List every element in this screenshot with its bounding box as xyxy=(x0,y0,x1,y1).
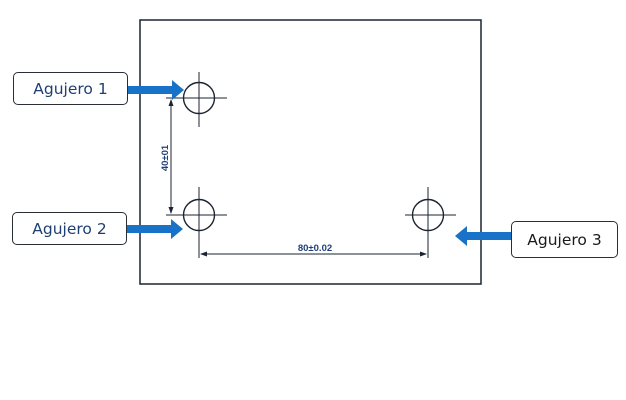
hole-1-callout: Agujero 1 xyxy=(13,72,128,105)
horizontal-arrowhead-left xyxy=(200,251,207,257)
horizontal-dimension-text: 80±0.02 xyxy=(298,243,332,254)
vertical-arrowhead-bottom xyxy=(168,207,174,214)
arrow-3-icon xyxy=(455,226,511,246)
hole-2-label: Agujero 2 xyxy=(32,219,107,238)
hole-3 xyxy=(405,187,456,258)
hole-3-callout: Agujero 3 xyxy=(511,221,618,258)
arrow-2-icon xyxy=(127,219,183,239)
hole-3-label: Agujero 3 xyxy=(527,230,602,249)
hole-2 xyxy=(176,187,227,258)
horizontal-dimension xyxy=(200,251,427,257)
vertical-dimension-text: 40±01 xyxy=(160,144,171,171)
hole-1-label: Agujero 1 xyxy=(33,79,108,98)
arrow-1-icon xyxy=(128,80,184,100)
plate-outline xyxy=(139,19,482,285)
horizontal-arrowhead-right xyxy=(420,251,427,257)
vertical-dimension xyxy=(166,97,180,216)
hole-1 xyxy=(176,72,227,127)
vertical-arrowhead-top xyxy=(168,99,174,106)
hole-2-callout: Agujero 2 xyxy=(12,212,127,245)
callout-arrows xyxy=(127,80,511,246)
